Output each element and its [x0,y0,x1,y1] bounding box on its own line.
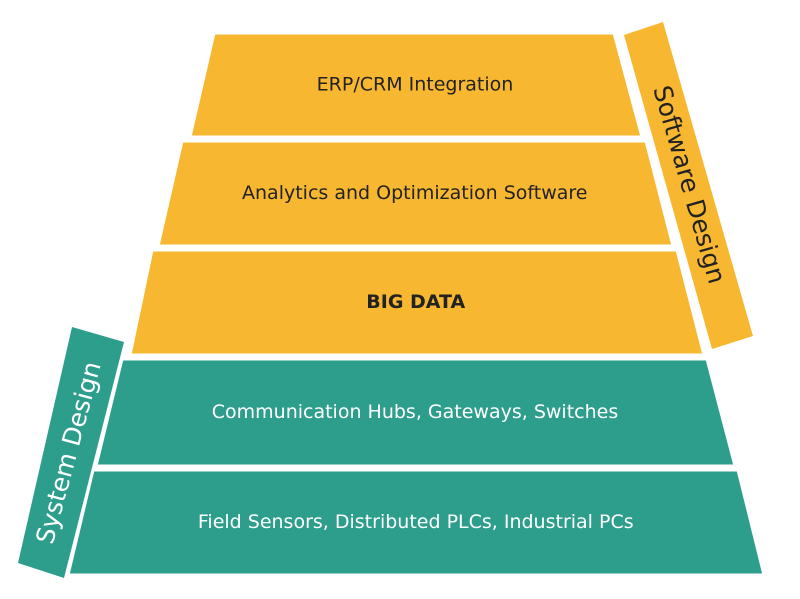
software-design-banner [624,22,753,349]
layer-erp-crm [188,31,644,139]
layer-communication-hubs [94,357,737,468]
layer-erp-crm-label: ERP/CRM Integration [317,74,514,96]
layer-field-sensors [66,468,766,577]
system-design-banner [18,327,124,578]
layer-big-data-label: BIG DATA [366,291,465,313]
layer-communication-hubs-label: Communication Hubs, Gateways, Switches [212,401,618,423]
layer-big-data [128,248,706,357]
layer-analytics [156,139,675,248]
layer-field-sensors-label: Field Sensors, Distributed PLCs, Industr… [198,511,634,533]
layer-analytics-label: Analytics and Optimization Software [242,182,587,204]
